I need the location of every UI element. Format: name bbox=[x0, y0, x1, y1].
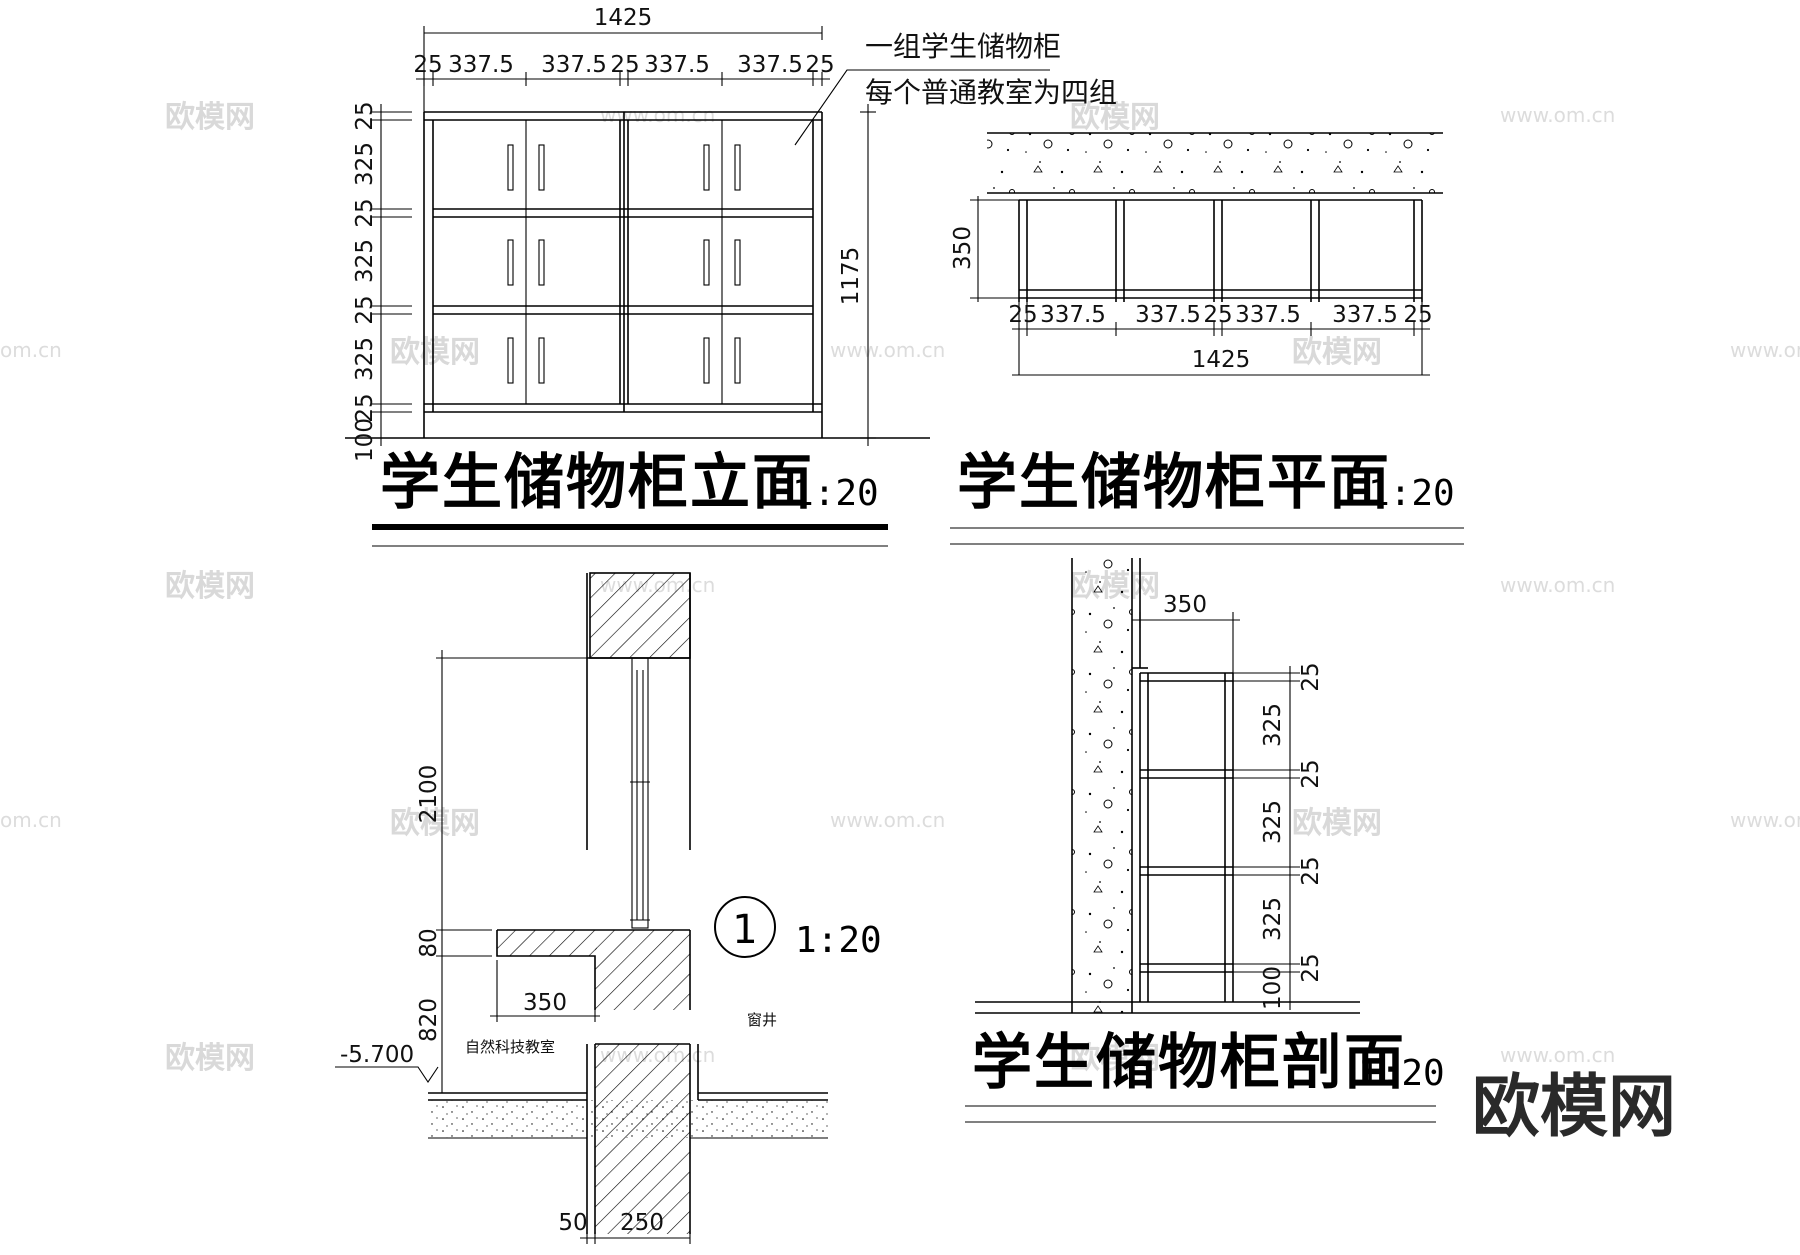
watermark-brand: 欧模网 bbox=[165, 569, 255, 604]
watermark-layer: 欧模网 欧模网 欧模网 欧模网 欧模网 欧模网 欧模网 欧模网 欧模网 欧模网 … bbox=[0, 100, 1800, 1076]
watermark-url: www.om.cn bbox=[1500, 573, 1615, 597]
section-dim-3: 25 bbox=[1298, 759, 1324, 788]
watermark-brand: 欧模网 bbox=[390, 335, 480, 370]
dim-top-7: 25 bbox=[805, 52, 834, 78]
section-dim-8: 100 bbox=[1260, 966, 1286, 1010]
section-dim-7: 25 bbox=[1298, 953, 1324, 982]
detail-marker: 1 bbox=[732, 907, 757, 953]
plan-dim-4: 25 bbox=[1203, 302, 1232, 328]
watermark-url: www.om.cn bbox=[600, 103, 715, 127]
section-drawing: 350 25 325 25 325 25 325 25 100 学生储物柜剖面 … bbox=[965, 558, 1445, 1123]
plan-dim-2: 337.5 bbox=[1040, 302, 1106, 328]
section-scale: 1:20 bbox=[1358, 1053, 1445, 1094]
plan-drawing: 350 25 337.5 337.5 25 337.5 337.5 25 142… bbox=[950, 132, 1464, 545]
note-four-groups: 每个普通教室为四组 bbox=[865, 76, 1117, 109]
section-title: 学生储物柜剖面 bbox=[972, 1028, 1406, 1098]
dim-left-2: 325 bbox=[352, 142, 378, 186]
plan-dim-7: 25 bbox=[1403, 302, 1432, 328]
dim-left-1: 25 bbox=[352, 101, 378, 130]
dim-top-6: 337.5 bbox=[737, 52, 803, 78]
plan-dim-total: 1425 bbox=[1192, 347, 1251, 373]
plan-dim-6: 337.5 bbox=[1332, 302, 1398, 328]
watermark-url: om.cn bbox=[0, 338, 62, 362]
watermark-url: www.om.cn bbox=[830, 338, 945, 362]
detail-dim-height: 2100 bbox=[416, 765, 442, 824]
dim-left-5: 25 bbox=[352, 295, 378, 324]
watermark-url: www.om.cn bbox=[830, 808, 945, 832]
detail-level: -5.700 bbox=[340, 1042, 414, 1068]
section-dim-5: 25 bbox=[1298, 856, 1324, 885]
elevation-scale: 1:20 bbox=[792, 473, 879, 514]
section-dim-6: 325 bbox=[1260, 897, 1286, 941]
plan-title: 学生储物柜平面 bbox=[957, 448, 1391, 518]
dim-left-3: 25 bbox=[352, 198, 378, 227]
dim-left-6: 325 bbox=[352, 337, 378, 381]
watermark-brand: 欧模网 bbox=[165, 1041, 255, 1076]
note-one-group: 一组学生储物柜 bbox=[865, 30, 1061, 63]
dim-left-7: 25 bbox=[352, 393, 378, 422]
plan-dim-1: 25 bbox=[1008, 302, 1037, 328]
dim-top-4: 25 bbox=[610, 52, 639, 78]
detail-dim-bottom-2: 250 bbox=[620, 1210, 664, 1236]
plan-dim-5: 337.5 bbox=[1235, 302, 1301, 328]
dim-top-1: 25 bbox=[413, 52, 442, 78]
plan-dim-depth: 350 bbox=[950, 226, 976, 270]
watermark-url: www.om.cn bbox=[1730, 808, 1800, 832]
watermark-brand: 欧模网 bbox=[1070, 100, 1160, 135]
window-detail-drawing: 2100 80 820 350 -5.700 自然科技教室 窗井 50 250 … bbox=[335, 572, 882, 1244]
section-dim-4: 325 bbox=[1260, 800, 1286, 844]
watermark-url: www.om.cn bbox=[1500, 103, 1615, 127]
room-label: 自然科技教室 bbox=[465, 1038, 555, 1056]
detail-dim-bottom-1: 50 bbox=[558, 1210, 587, 1236]
section-dim-depth: 350 bbox=[1163, 592, 1207, 618]
detail-dim-sill: 80 bbox=[416, 928, 442, 957]
dim-top-2: 337.5 bbox=[448, 52, 514, 78]
shaft-label: 窗井 bbox=[747, 1011, 777, 1029]
watermark-url: www.om.cn bbox=[1500, 1043, 1615, 1067]
watermark-brand: 欧模网 bbox=[390, 806, 480, 841]
watermark-brand: 欧模网 bbox=[1070, 1041, 1160, 1076]
elevation-title: 学生储物柜立面 bbox=[380, 448, 814, 518]
brand-logo: 欧模网 bbox=[1472, 1068, 1676, 1147]
dim-left-8: 100 bbox=[352, 418, 378, 462]
watermark-brand: 欧模网 bbox=[1292, 335, 1382, 370]
cabinet-handles bbox=[507, 144, 741, 384]
watermark-brand: 欧模网 bbox=[165, 100, 255, 135]
watermark-brand: 欧模网 bbox=[1292, 806, 1382, 841]
detail-dim-base: 820 bbox=[416, 998, 442, 1042]
dim-total-width: 1425 bbox=[594, 5, 653, 31]
dim-left-4: 325 bbox=[352, 239, 378, 283]
watermark-url: om.cn bbox=[0, 808, 62, 832]
watermark-url: www.om.cn bbox=[1730, 338, 1800, 362]
plan-scale: 1:20 bbox=[1368, 473, 1455, 514]
section-dim-1: 25 bbox=[1298, 662, 1324, 691]
dim-top-3: 337.5 bbox=[541, 52, 607, 78]
plan-dim-3: 337.5 bbox=[1135, 302, 1201, 328]
section-dim-2: 325 bbox=[1260, 703, 1286, 747]
detail-dim-depth: 350 bbox=[523, 990, 567, 1016]
dim-right-height: 1175 bbox=[838, 247, 864, 306]
dim-top-5: 337.5 bbox=[644, 52, 710, 78]
elevation-drawing: 1425 25 337.5 337.5 25 337.5 337.5 25 25… bbox=[345, 5, 1117, 547]
detail-scale: 1:20 bbox=[795, 920, 882, 961]
